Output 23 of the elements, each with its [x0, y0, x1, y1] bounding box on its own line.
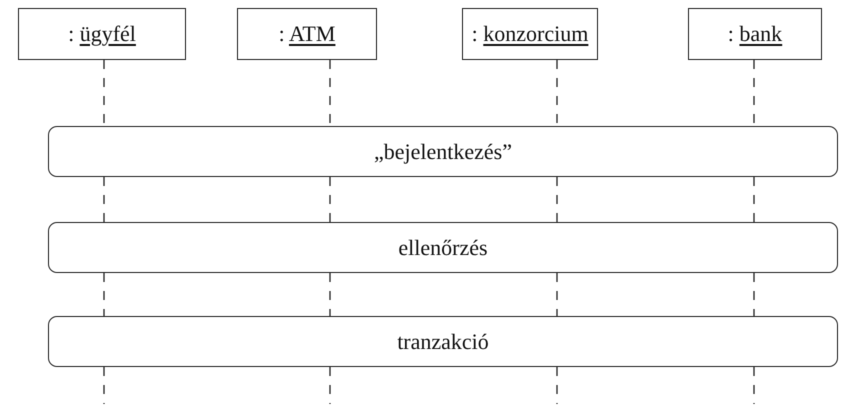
lifeline — [556, 367, 558, 404]
lifeline — [329, 367, 331, 404]
interaction-frame: tranzakció — [48, 316, 838, 367]
lifeline — [556, 273, 558, 316]
lifeline — [103, 177, 105, 222]
lifeline — [753, 273, 755, 316]
lifeline — [329, 177, 331, 222]
lifeline — [556, 60, 558, 126]
lifeline — [103, 60, 105, 126]
lifeline — [329, 60, 331, 126]
lifeline — [753, 367, 755, 404]
interaction-frame: ellenőrzés — [48, 222, 838, 273]
lifeline-head: : bank — [688, 8, 822, 60]
lifeline — [103, 273, 105, 316]
lifeline — [556, 177, 558, 222]
lifeline-head: : ügyfél — [18, 8, 186, 60]
lifeline — [329, 273, 331, 316]
lifeline-head: : konzorcium — [462, 8, 598, 60]
interaction-frame: „bejelentkezés” — [48, 126, 838, 177]
lifeline — [753, 60, 755, 126]
lifeline-head: : ATM — [237, 8, 377, 60]
lifeline — [103, 367, 105, 404]
lifeline — [753, 177, 755, 222]
